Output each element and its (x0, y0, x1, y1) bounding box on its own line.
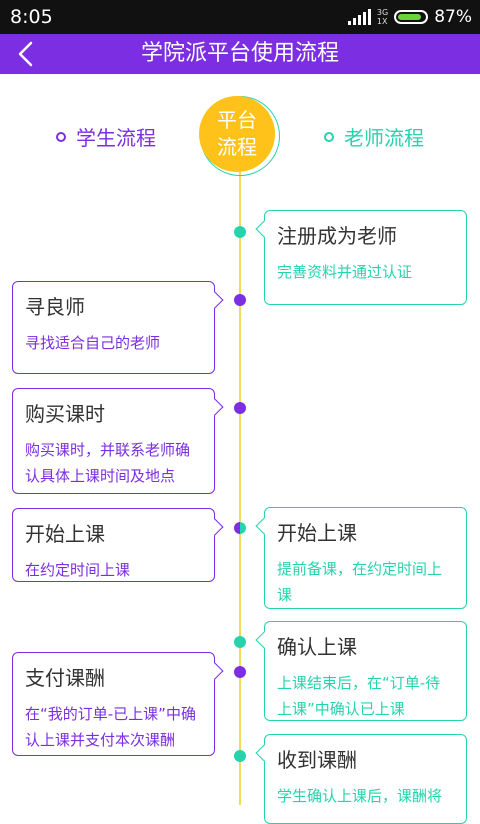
student-step-title: 开始上课 (25, 522, 105, 546)
timeline-dot-student (234, 402, 246, 414)
status-time: 8:05 (10, 6, 53, 28)
teacher-step-desc: 提前备课，在约定时间上课 (277, 560, 443, 604)
student-step-desc: 在约定时间上课 (25, 561, 131, 579)
teacher-step-title: 收到课酬 (277, 748, 357, 772)
network-type-top: 3G (376, 8, 389, 17)
teacher-step-title: 注册成为老师 (277, 224, 397, 248)
student-circle-icon (56, 131, 66, 142)
student-step-desc: 购买课时，并联系老师确认具体上课时间及地点 (25, 441, 191, 485)
student-step-title: 购买课时 (25, 402, 105, 426)
app-header: 学院派平台使用流程 (0, 34, 480, 74)
teacher-step-card: 确认上课 上课结束后，在“订单-待上课”中确认已上课 (255, 621, 467, 721)
timeline-dot-both (234, 522, 246, 534)
teacher-step-card: 开始上课 提前备课，在约定时间上课 (255, 507, 467, 609)
timeline-dot-teacher (234, 636, 246, 648)
card-tail (255, 631, 273, 649)
teacher-step-desc: 学生确认上课后，课酬将 (277, 787, 443, 805)
timeline-dot-student (234, 294, 246, 306)
timeline-line (239, 165, 241, 805)
card-tail (206, 291, 224, 309)
timeline-dot-teacher (234, 750, 246, 762)
legend-student: 学生流程 (56, 122, 156, 151)
status-bar: 8:05 3G 1X 87% (0, 0, 480, 34)
status-indicators: 3G 1X 87% (347, 5, 472, 29)
center-badge-line2: 流程 (217, 135, 257, 159)
teacher-step-card: 注册成为老师 完善资料并通过认证 (255, 210, 467, 305)
teacher-step-desc: 上课结束后，在“订单-待上课”中确认已上课 (277, 674, 441, 718)
card-tail (255, 517, 273, 535)
battery-percent: 87% (434, 7, 472, 27)
network-type-bottom: 1X (376, 17, 388, 26)
back-button[interactable] (12, 38, 42, 70)
card-tail (206, 398, 224, 416)
timeline-dot-teacher (234, 226, 246, 238)
card-tail (206, 518, 224, 536)
battery-fill (398, 14, 421, 20)
teacher-step-desc: 完善资料并通过认证 (277, 263, 413, 281)
student-step-card: 开始上课 在约定时间上课 (12, 508, 224, 582)
student-step-desc: 寻找适合自己的老师 (25, 334, 161, 352)
network-type: 3G 1X (377, 8, 388, 26)
card-tail (255, 220, 273, 238)
center-badge: 平台 流程 (199, 96, 275, 172)
student-step-card: 寻良师 寻找适合自己的老师 (12, 281, 224, 374)
student-step-title: 支付课酬 (25, 666, 105, 690)
student-step-card: 支付课酬 在“我的订单-已上课”中确认上课并支付本次课酬 (12, 652, 224, 756)
battery-icon (394, 10, 429, 24)
teacher-step-card: 收到课酬 学生确认上课后，课酬将 (255, 734, 467, 824)
signal-icon (347, 9, 371, 25)
student-step-title: 寻良师 (25, 295, 85, 319)
teacher-circle-icon (324, 131, 334, 142)
timeline-dot-student (234, 666, 246, 678)
chevron-left-icon (18, 41, 33, 67)
page-title: 学院派平台使用流程 (140, 41, 339, 66)
center-badge-line1: 平台 (217, 108, 257, 132)
legend-student-label: 学生流程 (76, 126, 156, 150)
legend-teacher-label: 老师流程 (344, 126, 424, 150)
teacher-step-title: 确认上课 (277, 635, 357, 659)
student-step-card: 购买课时 购买课时，并联系老师确认具体上课时间及地点 (12, 388, 224, 494)
student-step-desc: 在“我的订单-已上课”中确认上课并支付本次课酬 (25, 705, 196, 749)
legend-teacher: 老师流程 (324, 122, 424, 151)
card-tail (255, 744, 273, 762)
teacher-step-title: 开始上课 (277, 521, 357, 545)
card-tail (206, 662, 224, 680)
